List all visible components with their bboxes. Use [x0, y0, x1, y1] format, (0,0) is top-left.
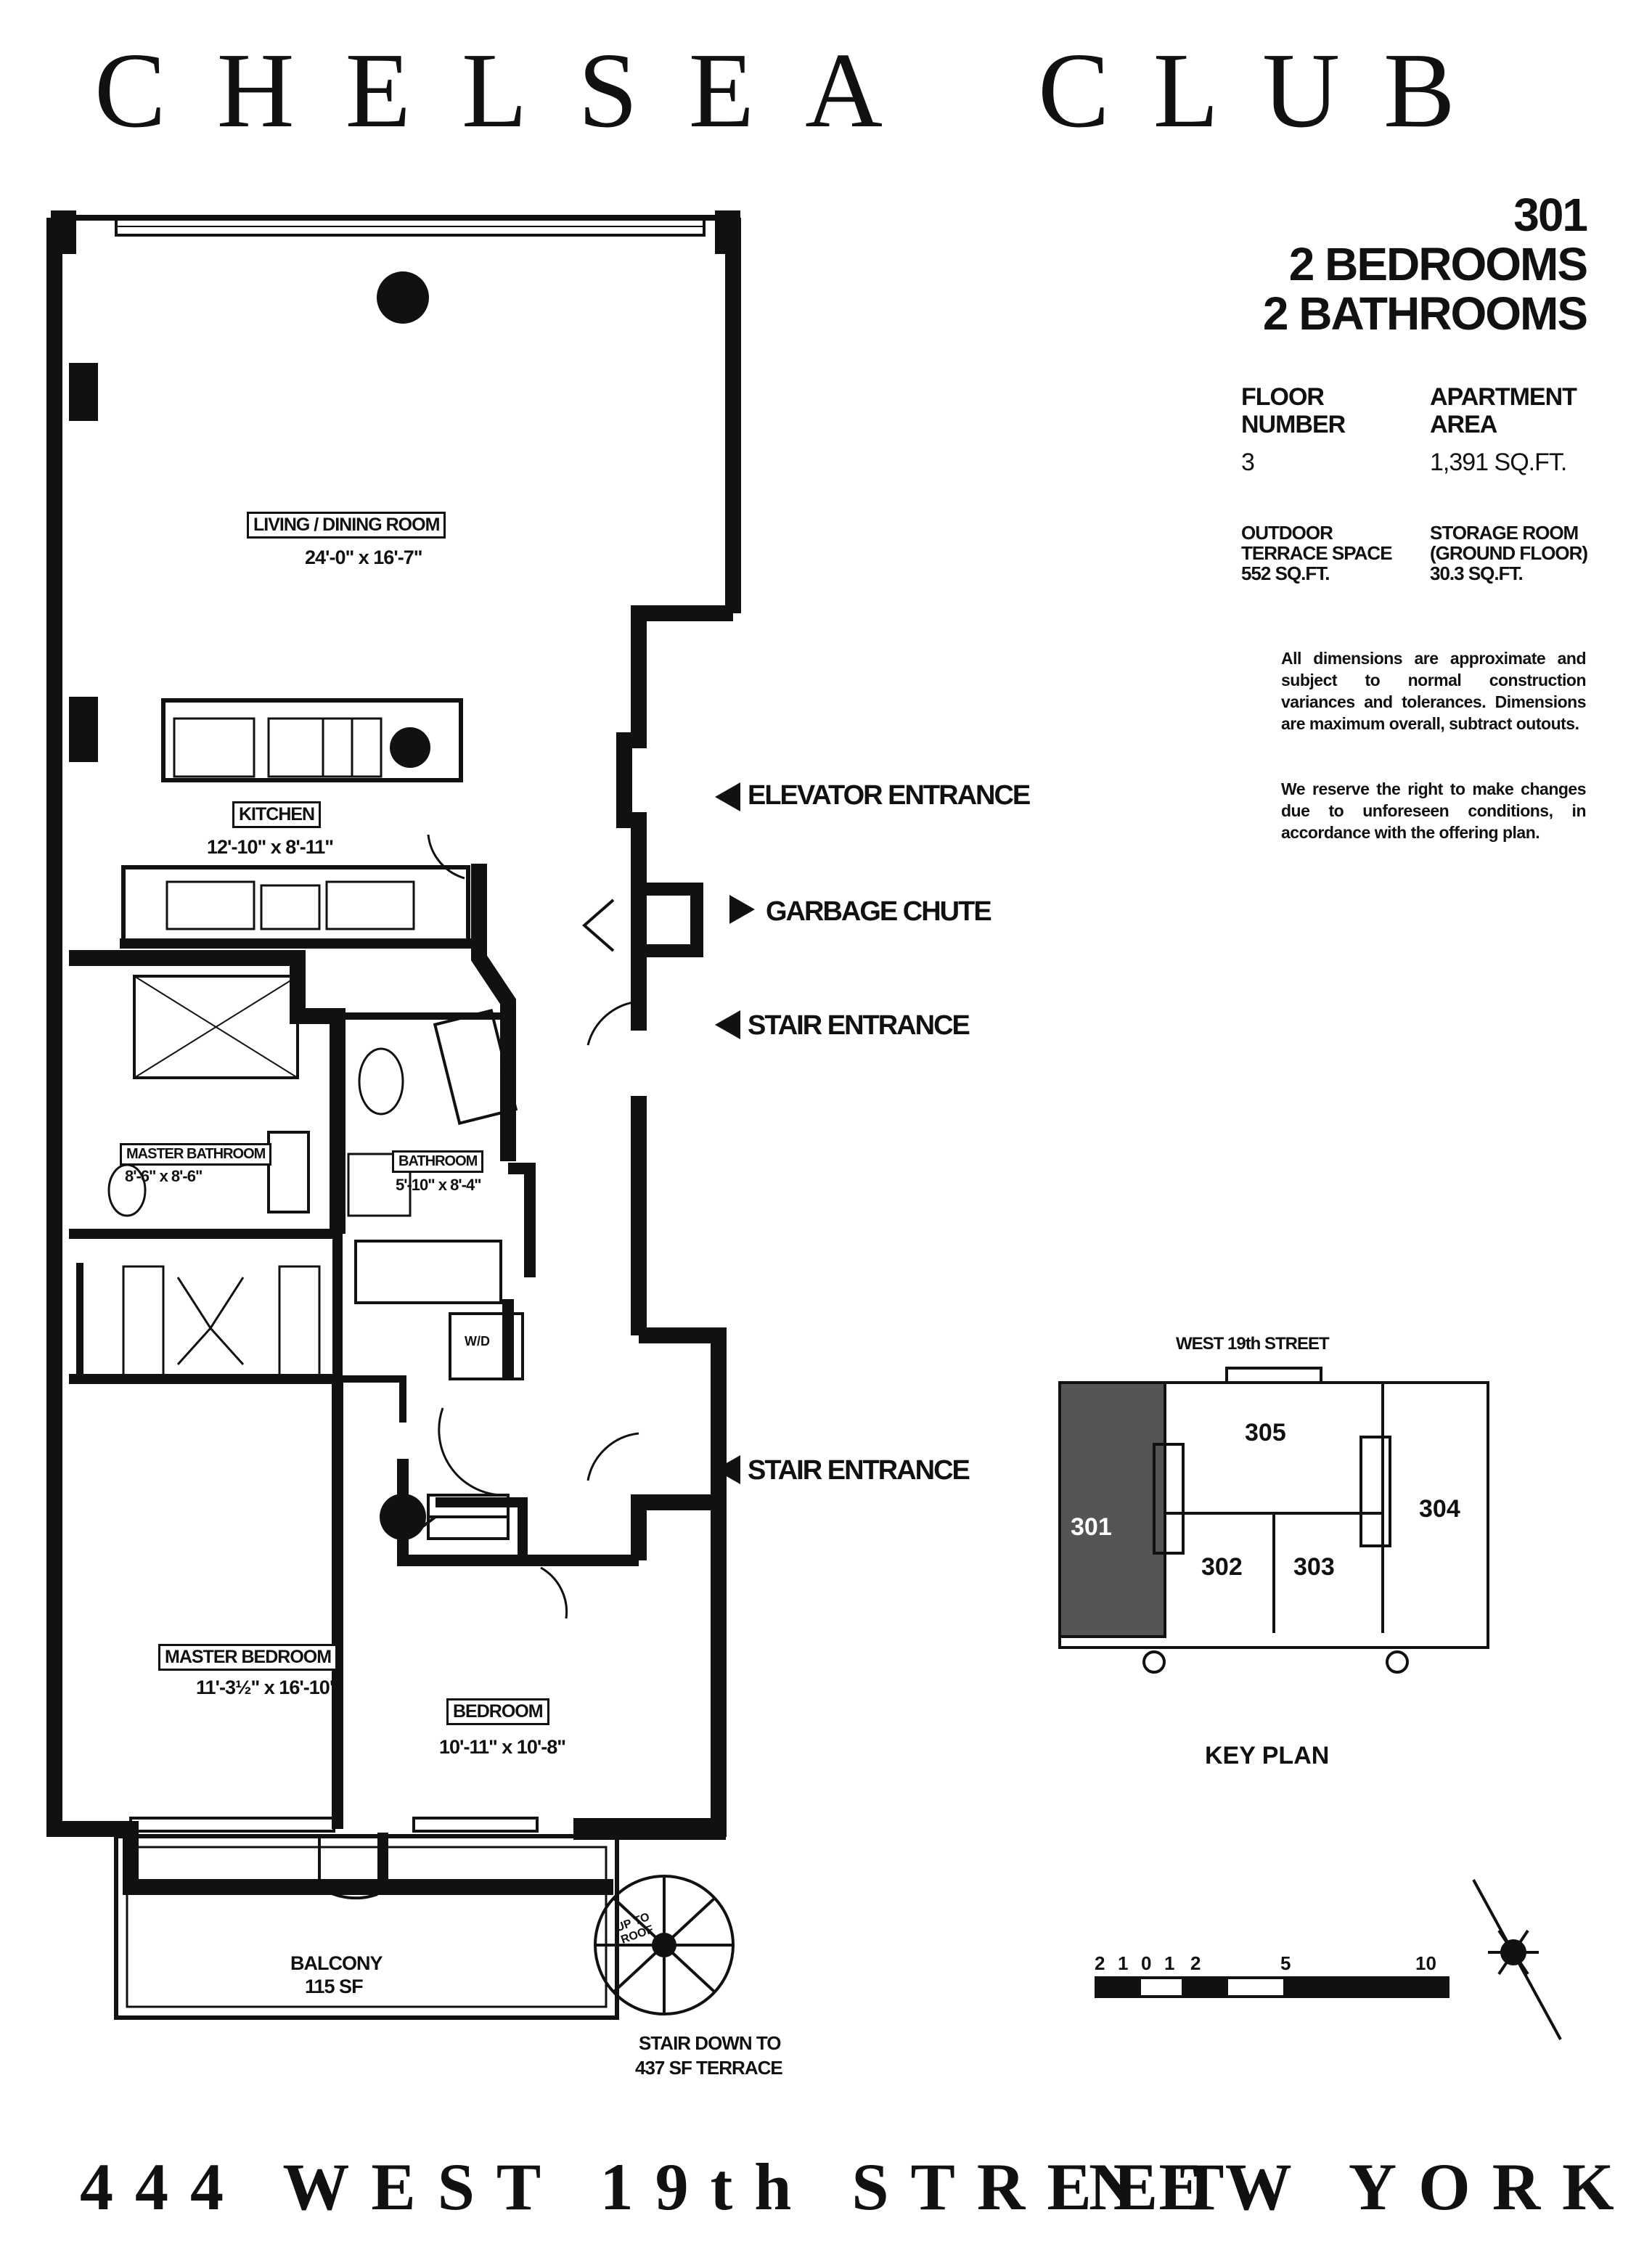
- spec-terrace-label-2: TERRACE SPACE: [1241, 542, 1393, 564]
- spec-storage: STORAGE ROOM (GROUND FLOOR) 30.3 SQ.FT.: [1430, 522, 1588, 584]
- key-plan-label: KEY PLAN: [1205, 1742, 1330, 1769]
- label-stair-down-1: STAIR DOWN TO: [639, 2032, 781, 2054]
- spec-area: APARTMENT AREA 1,391 SQ.FT.: [1430, 383, 1577, 476]
- room-kitchen-dim: 12'-10" x 8'-11": [207, 836, 334, 858]
- spec-floor-value: 3: [1241, 449, 1255, 476]
- key-plan-unit-301: [1058, 1381, 1166, 1638]
- scale-bar: [1095, 1976, 1449, 1998]
- spec-terrace: OUTDOOR TERRACE SPACE 552 SQ.FT.: [1241, 522, 1393, 584]
- arrow-garbage: [729, 895, 755, 924]
- spec-storage-label-1: STORAGE ROOM: [1430, 522, 1579, 544]
- key-plan-unit-305: 305: [1245, 1419, 1286, 1446]
- window-bottom-right: [412, 1817, 539, 1833]
- unit-number: 301: [1513, 189, 1588, 241]
- scale-tick-0: 0: [1141, 1952, 1152, 1974]
- window-bottom-left: [129, 1817, 335, 1833]
- scale-tick-2b: 2: [1190, 1952, 1201, 1974]
- callout-stair-1: STAIR ENTRANCE: [748, 1010, 970, 1041]
- scale-tick-10: 10: [1415, 1952, 1436, 1974]
- north-arrow-icon: [1472, 1879, 1562, 2040]
- arrow-stair-1: [715, 1010, 740, 1039]
- spec-terrace-value: 552 SQ.FT.: [1241, 562, 1330, 584]
- room-master-bath-name: MASTER BATHROOM: [120, 1143, 272, 1166]
- shower: [133, 975, 299, 1079]
- note-changes: We reserve the right to make changes due…: [1281, 779, 1587, 842]
- key-plan-unit-303: 303: [1293, 1553, 1335, 1581]
- room-bed-name: BEDROOM: [446, 1698, 549, 1725]
- spec-area-value: 1,391 SQ.FT.: [1430, 449, 1567, 476]
- spec-floor-label-1: FLOOR: [1241, 383, 1325, 411]
- room-master-bed-name: MASTER BEDROOM: [158, 1644, 338, 1671]
- key-plan-unit-301-label: 301: [1071, 1513, 1112, 1541]
- balcony-outline: [114, 1834, 619, 2020]
- kitchen-counter: [121, 865, 470, 946]
- title-chelsea: CHELSEA: [94, 31, 933, 150]
- kitchen-island: [161, 698, 463, 782]
- room-balcony-area: 115 SF: [305, 1976, 364, 1997]
- arrow-stair-2: [715, 1455, 740, 1484]
- key-plan-drawing: [1058, 1367, 1489, 1674]
- callout-garbage: GARBAGE CHUTE: [766, 896, 992, 927]
- spec-floor: FLOOR NUMBER 3: [1241, 383, 1346, 476]
- key-plan-street: WEST 19th STREET: [1176, 1334, 1330, 1354]
- unit-bedrooms: 2 BEDROOMS: [1288, 238, 1588, 290]
- arrow-elevator: [715, 782, 740, 811]
- washer-dryer: [449, 1312, 524, 1380]
- room-bed-dim: 10'-11" x 10'-8": [439, 1736, 566, 1758]
- scale-tick-2a: 2: [1095, 1952, 1105, 1974]
- tub: [354, 1240, 502, 1304]
- spec-area-label-1: APARTMENT: [1430, 383, 1577, 411]
- callout-elevator: ELEVATOR ENTRANCE: [748, 780, 1031, 811]
- unit-bathrooms: 2 BATHROOMS: [1262, 287, 1588, 340]
- wall-outer: [46, 218, 741, 1895]
- room-bath-name: BATHROOM: [392, 1150, 484, 1173]
- room-living-name: LIVING / DINING ROOM: [247, 512, 446, 539]
- room-balcony-name: BALCONY: [290, 1952, 383, 1974]
- room-kitchen-name: KITCHEN: [232, 801, 322, 828]
- scale-tick-1a: 1: [1118, 1952, 1129, 1974]
- spec-storage-label-2: (GROUND FLOOR): [1430, 542, 1588, 564]
- room-master-bath-dim: 8'-6" x 8'-6": [125, 1167, 203, 1185]
- spec-area-label-2: AREA: [1430, 411, 1497, 438]
- room-bath-dim: 5'-10" x 8'-4": [396, 1176, 482, 1194]
- spec-storage-value: 30.3 SQ.FT.: [1430, 562, 1524, 584]
- title-club: CLUB: [1038, 31, 1499, 150]
- key-plan-unit-304: 304: [1419, 1495, 1460, 1523]
- footer-address: 444 WEST 19th STREET: [80, 2150, 1246, 2224]
- spec-terrace-label-1: OUTDOOR: [1241, 522, 1333, 544]
- label-washer-dryer: W/D: [465, 1334, 490, 1348]
- spiral-stair: [594, 1875, 735, 2015]
- scale-tick-5: 5: [1280, 1952, 1291, 1974]
- room-master-bed-dim: 11'-3½" x 16'-10": [196, 1677, 339, 1698]
- key-plan-unit-302: 302: [1201, 1553, 1243, 1581]
- scale-tick-1b: 1: [1164, 1952, 1175, 1974]
- label-stair-down-2: 437 SF TERRACE: [635, 2057, 783, 2079]
- column-living: [377, 271, 429, 324]
- column-kitchen: [390, 727, 430, 768]
- note-dimensions: All dimensions are approximate and subje…: [1281, 649, 1587, 733]
- room-living-dim: 24'-0" x 16'-7": [305, 547, 423, 568]
- callout-stair-2: STAIR ENTRANCE: [748, 1455, 970, 1486]
- spec-floor-label-2: NUMBER: [1241, 411, 1346, 438]
- footer-city: NEW YORK: [1089, 2150, 1636, 2224]
